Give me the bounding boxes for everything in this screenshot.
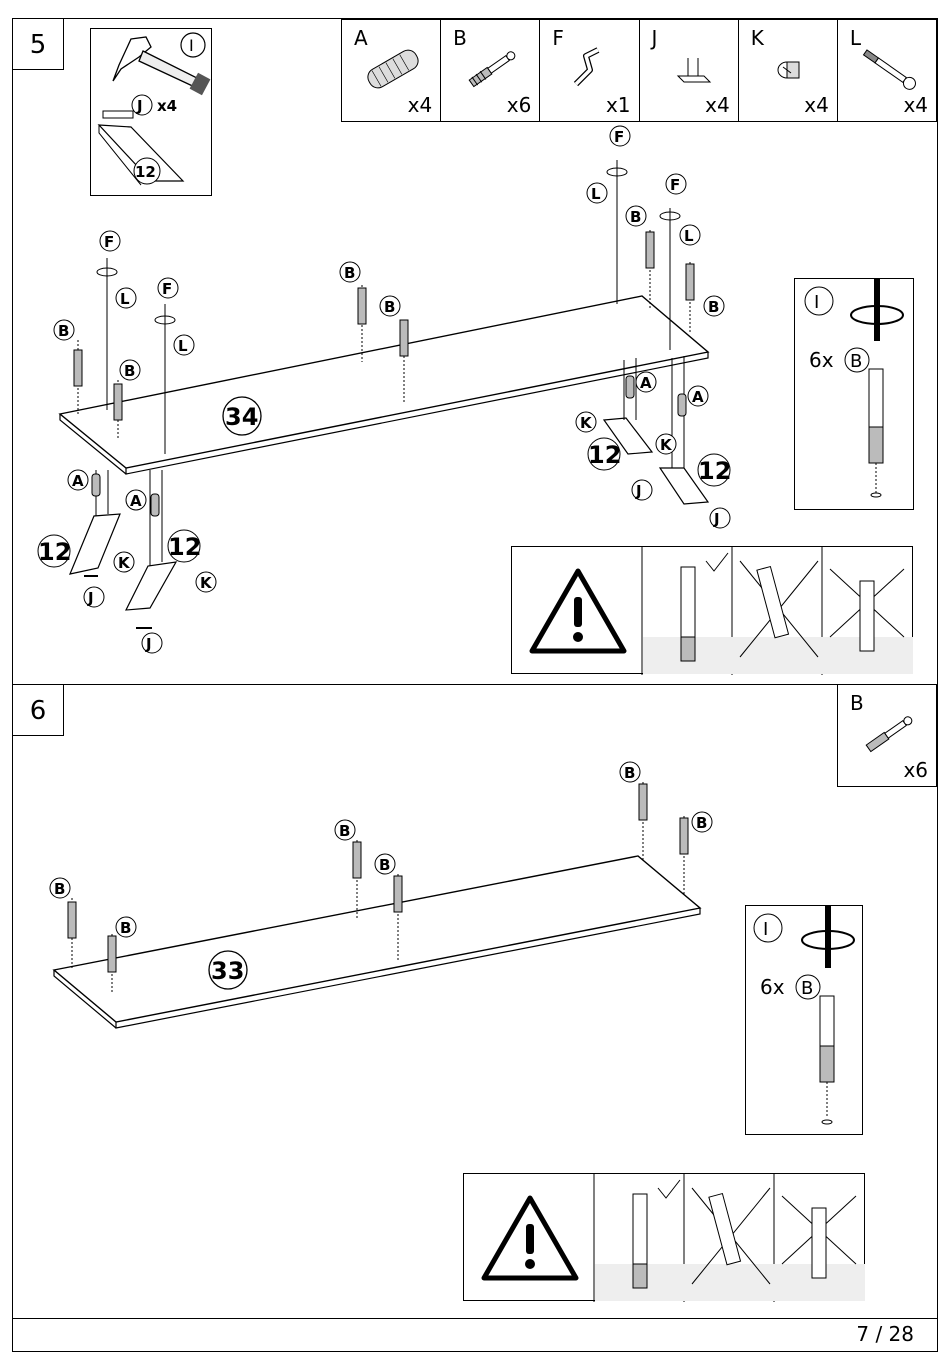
svg-text:B: B [58,322,69,340]
svg-text:A: A [130,492,142,510]
svg-text:F: F [614,128,624,146]
screw-hint-step-6: I 6x B [745,905,863,1135]
svg-text:B: B [630,208,641,226]
svg-text:A: A [692,388,704,406]
svg-text:L: L [178,337,188,355]
panel-33 [54,856,700,1022]
svg-text:6x: 6x [760,975,785,999]
svg-text:F: F [670,176,680,194]
svg-text:L: L [120,290,130,308]
svg-text:F: F [104,233,114,251]
svg-text:12: 12 [588,441,621,469]
panel-label-33: 33 [211,957,244,985]
svg-text:B: B [850,351,862,372]
svg-text:B: B [696,814,707,832]
svg-text:J: J [87,589,94,607]
svg-text:L: L [684,227,694,245]
svg-text:B: B [379,856,390,874]
page-number: 7 / 28 [856,1322,914,1346]
svg-text:K: K [118,554,131,572]
svg-text:12: 12 [168,533,201,561]
svg-text:K: K [200,574,213,592]
svg-text:12: 12 [698,457,731,485]
svg-text:K: K [660,436,673,454]
tool-label: I [763,919,768,940]
svg-text:K: K [580,414,593,432]
tool-label: I [814,292,819,313]
svg-text:B: B [344,264,355,282]
svg-text:J: J [713,510,720,528]
panel-label-34: 34 [225,403,258,431]
svg-text:B: B [124,362,135,380]
svg-text:J: J [635,482,642,500]
checkmark-icon [706,553,728,571]
svg-text:B: B [384,298,395,316]
svg-text:B: B [54,880,65,898]
svg-text:L: L [591,185,601,203]
svg-text:B: B [801,978,813,999]
svg-text:A: A [640,374,652,392]
svg-text:12: 12 [38,538,71,566]
svg-text:F: F [162,280,172,298]
screw-hint-step-5: I 6x B [794,278,914,510]
footer-divider [12,1318,938,1319]
svg-text:A: A [72,472,84,490]
svg-text:B: B [339,822,350,840]
warning-panel-step-5 [511,546,913,674]
svg-text:6x: 6x [809,348,834,372]
warning-panel-step-6 [463,1173,865,1301]
svg-text:B: B [120,919,131,937]
svg-text:B: B [708,298,719,316]
svg-text:B: B [624,764,635,782]
checkmark-icon [658,1180,680,1198]
leg-panel [70,514,120,574]
svg-text:J: J [145,635,152,653]
